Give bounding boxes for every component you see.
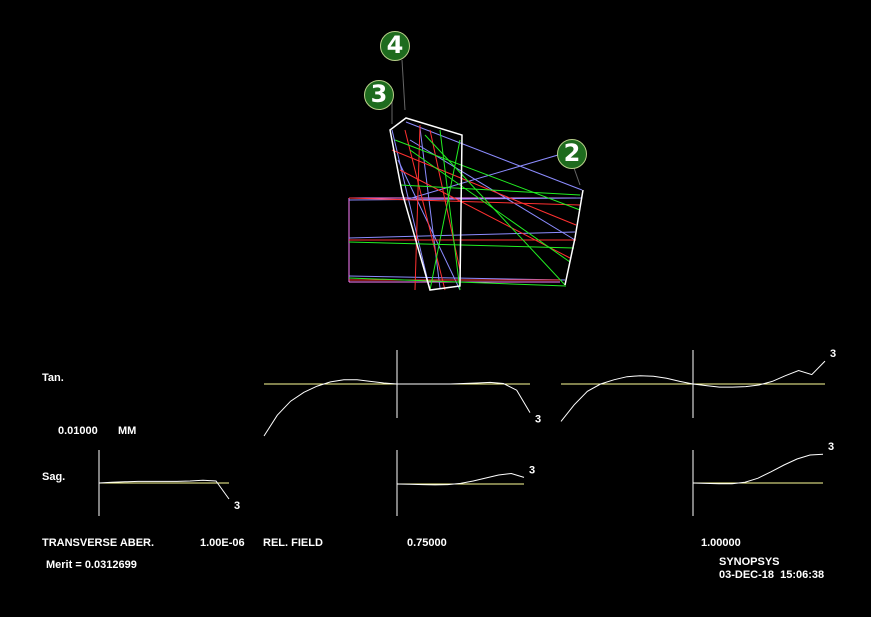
ray-trace-line-1 (405, 121, 583, 191)
date-time-stamp: 03-DEC-18 15:06:38 (719, 569, 825, 581)
program-name: SYNOPSYS (719, 556, 780, 568)
panel-4-end-label: 3 (828, 441, 834, 453)
ray-trace-line-20 (399, 184, 581, 196)
surface-badge-2: 2 (557, 139, 587, 169)
panel-0-end-label: 3 (535, 414, 541, 426)
panel-2-aberration-curve (98, 479, 230, 500)
field-value-full: 1.00000 (701, 537, 741, 549)
panel-3-end-label: 3 (529, 464, 535, 476)
ray-trace-line-21 (429, 139, 461, 291)
transverse-aberration-label: TRANSVERSE ABER. (42, 537, 155, 549)
ray-trace-line-7 (419, 127, 441, 289)
ray-trace-line-18 (409, 149, 571, 263)
ray-trace-line-14 (348, 197, 581, 206)
surface-badge-4: 4 (380, 31, 410, 61)
badge-leader-4 (401, 59, 406, 111)
scale-unit: MM (118, 425, 137, 437)
mirror-surface-2 (564, 189, 584, 286)
scale-value: 0.01000 (58, 425, 98, 437)
panel-0-aberration-curve (263, 379, 531, 437)
ray-trace-line-8 (404, 149, 576, 201)
relative-field-label: REL. FIELD (263, 537, 323, 549)
ray-trace-line-13 (414, 124, 421, 291)
ray-trace-line-11 (404, 129, 446, 291)
ray-trace-line-24 (394, 139, 581, 211)
panel-1-end-label: 3 (830, 348, 836, 360)
ray-trace-line-17 (348, 277, 567, 287)
panel-3-aberration-curve (396, 472, 525, 486)
tolerance-value: 1.00E-06 (200, 537, 245, 549)
ray-trace-line-12 (399, 169, 571, 259)
merit-value: Merit = 0.0312699 (46, 559, 137, 571)
panel-2-end-label: 3 (234, 500, 240, 512)
ray-trace-line-10 (391, 149, 577, 226)
ray-trace-line-2 (391, 129, 431, 291)
panel-4-aberration-curve (692, 453, 824, 485)
badge-leader-2 (573, 167, 581, 186)
panel-1-aberration-curve (560, 360, 826, 422)
field-value-mid: 0.75000 (407, 537, 447, 549)
ray-trace-line-22 (348, 241, 575, 249)
tangential-label: Tan. (42, 372, 64, 384)
ray-trace-line-5 (348, 231, 576, 239)
surface-badge-3: 3 (364, 80, 394, 110)
sagittal-label: Sag. (42, 471, 66, 483)
prism-outline (389, 117, 463, 291)
ray-trace-line-19 (439, 129, 461, 291)
ray-trace-line-6 (348, 275, 566, 281)
